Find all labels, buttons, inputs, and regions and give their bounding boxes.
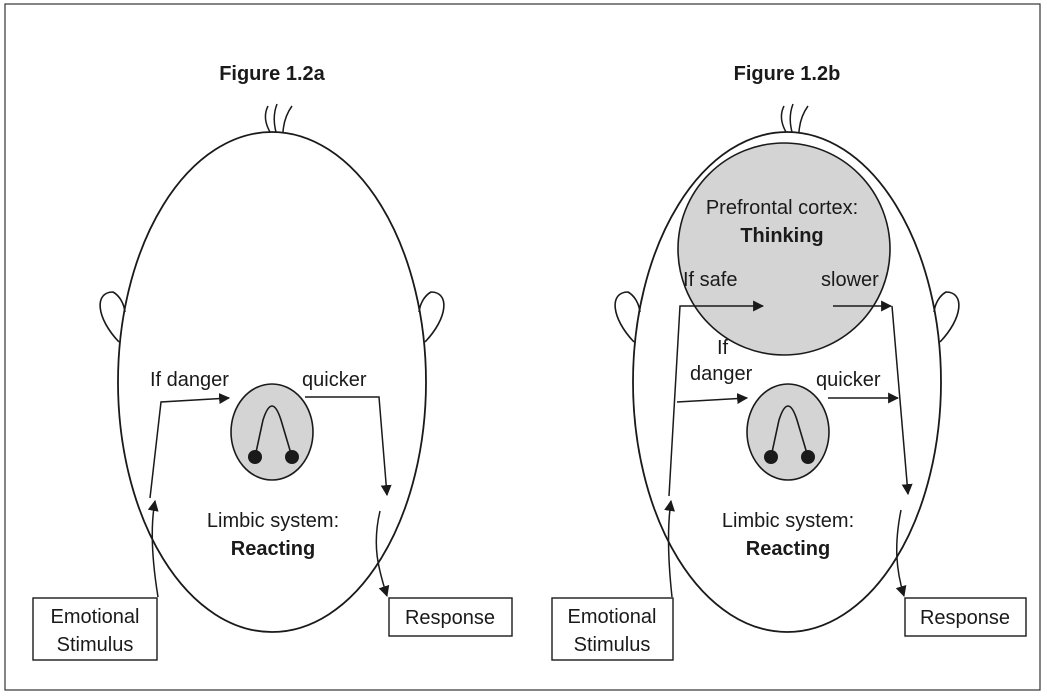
hair-icon: [780, 103, 809, 133]
limbic-arc: [770, 405, 809, 458]
stimulus-label: Stimulus: [57, 634, 134, 656]
response-box: [388, 597, 513, 637]
stimulus-label: Emotional: [568, 606, 657, 628]
figure-1-2b: Figure 1.2b Prefrontal cortex: Thinking …: [551, 63, 1027, 661]
head-outline: [632, 131, 942, 633]
response-pathway-arrow: [375, 510, 390, 598]
right-ear-icon: [933, 291, 960, 343]
danger-label: If danger: [150, 369, 229, 391]
reacting-label: Reacting: [231, 538, 315, 560]
right-ear-icon: [418, 291, 445, 343]
figure-1-2a: Figure 1.2a If danger quicker Limbic sys…: [32, 63, 513, 661]
quicker-label: quicker: [302, 369, 367, 391]
figure-frame: [4, 3, 1041, 691]
slower-label: slower: [821, 269, 879, 291]
quicker-label: quicker: [816, 369, 881, 391]
stimulus-label: Stimulus: [574, 634, 651, 656]
limbic-system-shape: [746, 383, 830, 481]
left-ear-icon: [614, 291, 641, 343]
stimulus-box: [32, 597, 158, 661]
safe-label: If safe: [683, 269, 737, 291]
safe-pathway-arrow: [668, 300, 765, 497]
figure-title: Figure 1.2b: [734, 63, 841, 85]
stimulus-box: [551, 597, 674, 661]
response-label: Response: [920, 607, 1010, 629]
left-ear-icon: [99, 291, 126, 343]
head-outline: [117, 131, 427, 633]
limbic-system-shape: [230, 383, 314, 481]
limbic-dot: [248, 450, 262, 464]
limbic-dot: [285, 450, 299, 464]
danger-label: danger: [690, 363, 753, 385]
hair-icon: [264, 103, 293, 133]
danger-pathway-arrow: [149, 393, 231, 499]
stimulus-label: Emotional: [51, 606, 140, 628]
thinking-label: Thinking: [740, 225, 823, 247]
limbic-dot: [801, 450, 815, 464]
limbic-arc: [254, 405, 293, 458]
response-pathway-arrow: [895, 509, 907, 598]
limbic-label: Limbic system:: [207, 510, 339, 532]
danger-label: If: [717, 337, 729, 359]
limbic-label: Limbic system:: [722, 510, 854, 532]
prefrontal-cortex-shape: [677, 142, 891, 356]
danger-pathway-arrow: [676, 393, 749, 405]
stimulus-pathway-arrow: [147, 499, 159, 598]
figure-title: Figure 1.2a: [219, 63, 325, 85]
response-label: Response: [405, 607, 495, 629]
quicker-pathway-arrow: [305, 396, 392, 497]
limbic-dot: [764, 450, 778, 464]
reacting-label: Reacting: [746, 538, 830, 560]
response-box: [904, 597, 1027, 637]
prefrontal-label: Prefrontal cortex:: [706, 197, 858, 219]
stimulus-pathway-arrow: [664, 499, 675, 598]
combined-pathway-arrow: [891, 305, 913, 496]
